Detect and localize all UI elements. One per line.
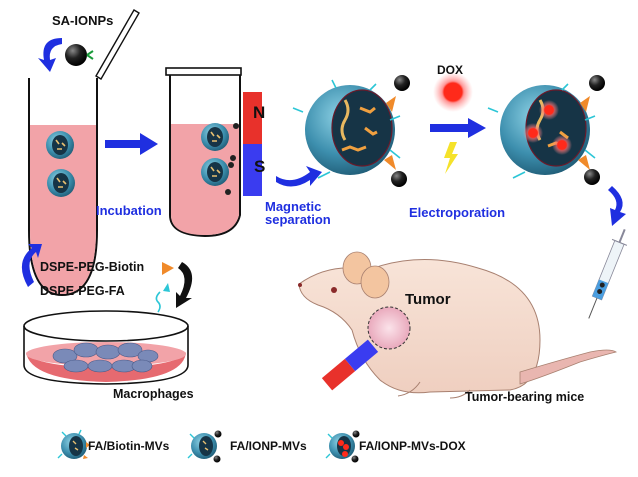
legend-label-fa-ionp-mvs: FA/IONP-MVs xyxy=(230,439,307,453)
legend-particle-dox-icon xyxy=(325,430,360,463)
dox-molecule-icon xyxy=(433,72,473,112)
electroporation-label: Electroporation xyxy=(409,205,506,220)
legend-label-fa-ionp-mvs-dox: FA/IONP-MVs-DOX xyxy=(359,439,466,453)
tumor-bearing-mice-label: Tumor-bearing mice xyxy=(465,390,585,404)
tumor-label: Tumor xyxy=(405,291,451,308)
curved-arrow-icon xyxy=(608,186,626,226)
magnet-s-label: S xyxy=(254,157,266,176)
arrow-right-icon xyxy=(105,133,158,155)
sa-ionp-particle-icon xyxy=(65,44,94,66)
curved-arrow-icon xyxy=(38,38,62,72)
legend-label-fa-biotin-mvs: FA/Biotin-MVs xyxy=(88,439,170,453)
swoosh-arrow-icon xyxy=(276,166,322,187)
vesicle-icon xyxy=(200,122,230,152)
mouse-illustration xyxy=(298,251,617,399)
legend-particle-biotin-icon xyxy=(57,429,90,459)
magnet-icon xyxy=(243,92,262,196)
tube-2 xyxy=(165,67,242,238)
tumor-icon xyxy=(367,306,411,350)
lightning-icon xyxy=(444,142,458,174)
dspe-peg-fa-label: DSPE-PEG-FA xyxy=(40,284,125,298)
sa-ionps-label: SA-IONPs xyxy=(52,13,114,28)
macrophages-label: Macrophages xyxy=(113,387,194,401)
ionp-vesicle-large-icon xyxy=(292,75,410,187)
biotin-triangle-icon xyxy=(162,262,174,275)
magnet-n-label: N xyxy=(253,103,266,122)
peg-fa-icon xyxy=(155,291,161,313)
legend-particle-ionp-icon xyxy=(187,430,222,463)
vesicle-icon xyxy=(45,130,75,160)
magnetic-separation-label-line2: separation xyxy=(265,212,331,227)
curved-arrow-icon xyxy=(21,244,42,287)
petri-dish-icon xyxy=(23,310,189,385)
pipette-icon xyxy=(95,9,140,80)
magnetic-separation-label-line1: Magnetic xyxy=(265,199,322,214)
vesicle-icon xyxy=(200,157,230,187)
dspe-peg-biotin-label: DSPE-PEG-Biotin xyxy=(40,260,145,274)
arrow-right-icon xyxy=(430,118,486,138)
tilted-magnet-icon xyxy=(321,339,379,391)
dox-vesicle-large-icon xyxy=(487,75,605,185)
syringe-icon xyxy=(588,229,628,319)
curved-arrow-icon xyxy=(176,262,193,308)
vesicle-icon xyxy=(46,168,76,198)
dox-label: DOX xyxy=(437,63,464,77)
incubation-label: Incubation xyxy=(96,203,162,218)
